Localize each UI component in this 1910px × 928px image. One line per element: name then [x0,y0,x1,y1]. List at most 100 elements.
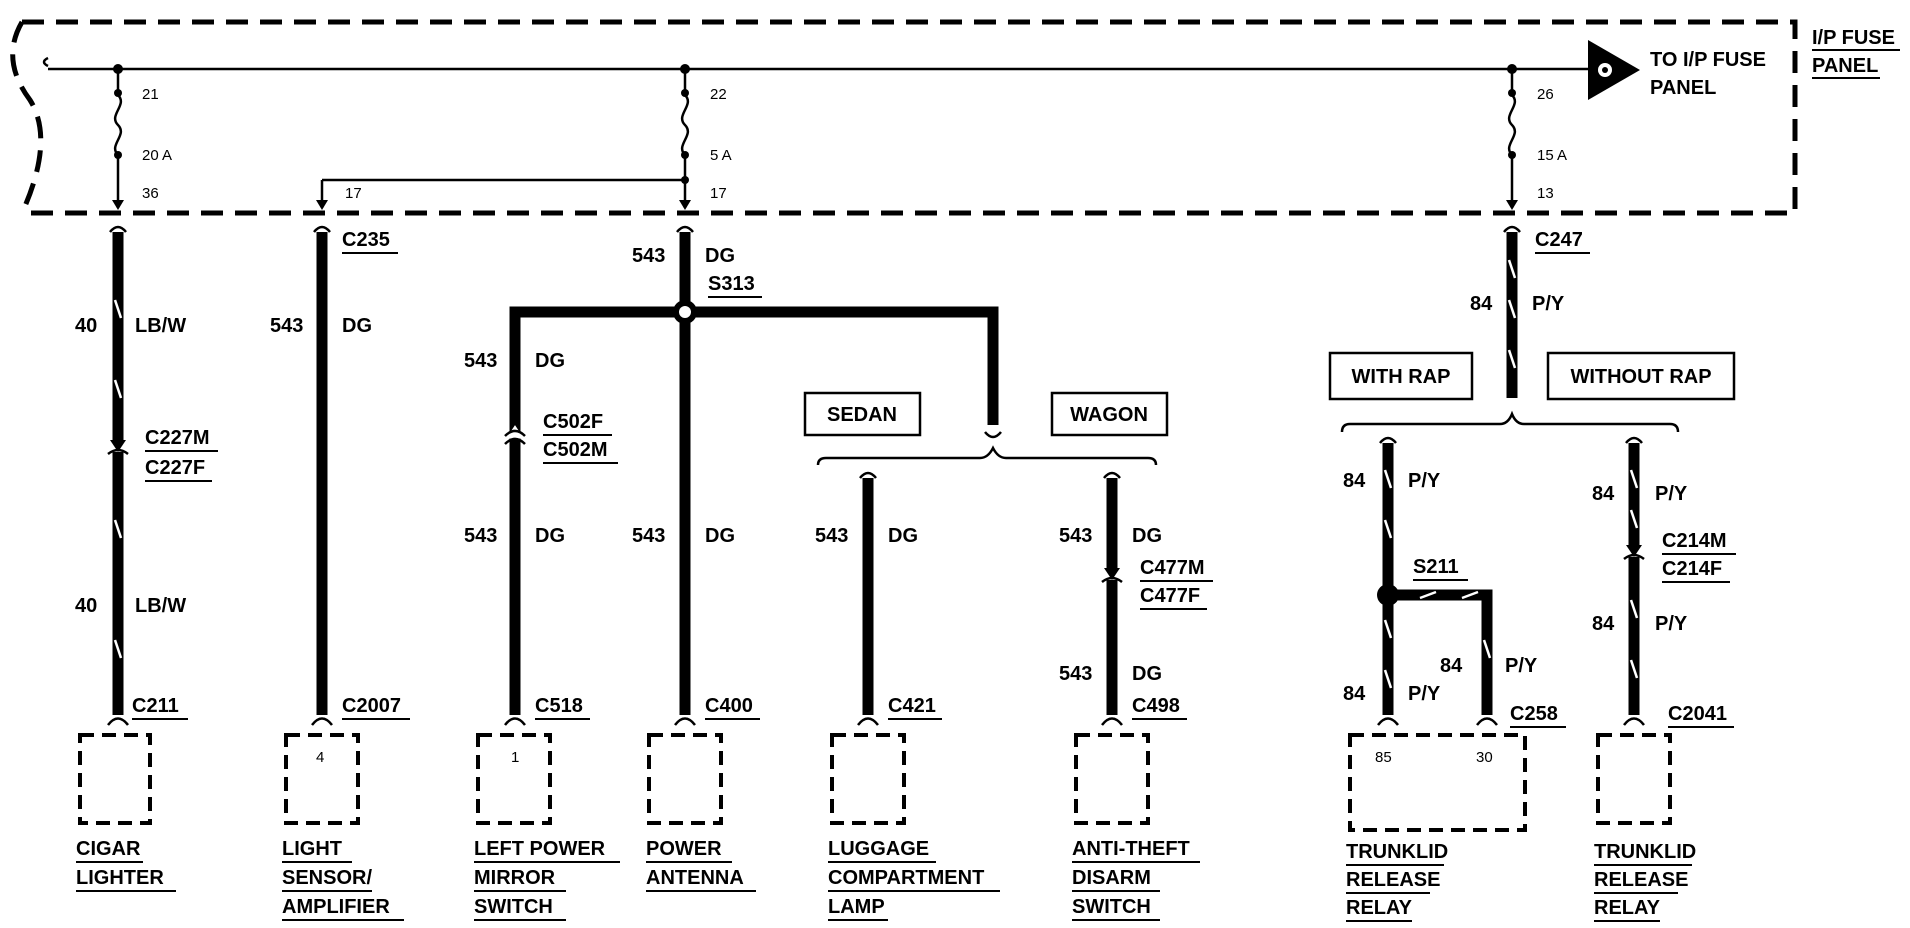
fuse-panel-title-1: I/P FUSE [1812,27,1895,49]
norap-wire2-color: P/Y [1655,613,1688,635]
fuse-5a [316,64,691,210]
norap-wire1-num: 84 [1592,483,1615,505]
fuse-1-out-pin: 36 [142,185,159,202]
norap-name-1: TRUNKLID [1594,841,1696,863]
mirror-pin: 1 [511,749,519,766]
antitheft-wire2-num: 543 [1059,663,1092,685]
mirror-end-conn: C518 [535,695,583,717]
mirror-conn-m: C502M [543,439,607,461]
antenna-end-conn: C400 [705,695,753,717]
rap-wire1-color: P/Y [1408,470,1441,492]
light-pin: 4 [316,749,324,766]
antenna-wire-color: DG [705,525,735,547]
fuse-2-in-pin: 22 [710,86,727,103]
antenna-wire-num: 543 [632,525,665,547]
mirror-wire2-num: 543 [464,525,497,547]
option-wagon: WAGON [1070,404,1148,426]
light-end-conn: C2007 [342,695,401,717]
mirror-switch-component [476,733,552,825]
trunk-wire-num: 84 [1470,293,1493,315]
cigar-bot-wire-color: LB/W [135,595,186,617]
option-wagon-box [1050,391,1169,437]
rap-pin-b: 30 [1476,749,1493,766]
antitheft-wire2-color: DG [1132,663,1162,685]
fuse-panel-boundary [10,19,1798,216]
splice-s211-label: S211 [1413,556,1459,578]
rap-wire2-color: P/Y [1408,683,1441,705]
cigar-end-conn: C211 [132,695,179,717]
light-name-2: SENSOR/ [282,867,372,889]
trunk-wire-color: P/Y [1532,293,1565,315]
antitheft-wire1-num: 543 [1059,525,1092,547]
rap-brace [1340,410,1680,433]
antitheft-conn-m: C477M [1140,557,1204,579]
relay-norap-wire [1623,436,1645,726]
rap-pin-a: 85 [1375,749,1392,766]
s313-bus [509,306,1002,715]
to-fuse-panel-label-2: PANEL [1650,77,1716,99]
rap-name-3: RELAY [1346,897,1413,919]
light-name-1: LIGHT [282,838,342,860]
mirror-name-3: SWITCH [474,896,553,918]
luggage-name-2: COMPARTMENT [828,867,984,889]
norap-end-conn: C2041 [1668,703,1727,725]
rap-wire3-num: 84 [1440,655,1463,677]
fuse-3-in-pin: 26 [1537,86,1554,103]
option-without-rap: WITHOUT RAP [1570,366,1711,388]
power-antenna-component [647,733,723,825]
antenna-top-wire-color: DG [705,245,735,267]
cigar-conn-f: C227F [145,457,205,479]
light-name-3: AMPLIFIER [282,896,390,918]
relay-rap-wire [1377,436,1498,726]
mirror-wire2-color: DG [535,525,565,547]
bus-end-hook [42,56,49,68]
luggage-name-1: LUGGAGE [828,838,929,860]
splice-s313-label: S313 [708,273,755,295]
antitheft-wire [1101,471,1123,726]
splice-s211 [1377,584,1399,606]
cigar-top-wire-num: 40 [75,315,97,337]
cigar-lighter-component [78,733,152,825]
luggage-name-3: LAMP [828,896,885,918]
norap-name-2: RELEASE [1594,869,1688,891]
mirror-connector [504,425,526,726]
luggage-wire-color: DG [888,525,918,547]
fuse-2-branch-pin: 17 [345,185,362,202]
fuse-2-rating: 5 A [710,147,732,164]
antenna-top-wire-num: 543 [632,245,665,267]
norap-conn-m: C214M [1662,530,1726,552]
relay-norap-component [1596,733,1672,825]
antenna-name-2: ANTENNA [646,867,744,889]
rap-name-2: RELEASE [1346,869,1440,891]
cigar-lighter-wire [107,225,129,726]
antitheft-name-2: DISARM [1072,867,1151,889]
antitheft-switch-component [1074,733,1150,825]
mirror-name-1: LEFT POWER [474,838,606,860]
antitheft-name-3: SWITCH [1072,896,1151,918]
rap-wire3-color: P/Y [1505,655,1538,677]
cigar-name-1: CIGAR [76,838,141,860]
luggage-wire-num: 543 [815,525,848,547]
trunk-top-conn: C247 [1535,229,1583,251]
fuse-3-rating: 15 A [1537,147,1567,164]
antitheft-end-conn: C498 [1132,695,1180,717]
light-wire-color: DG [342,315,372,337]
fuse-15a [1506,64,1518,210]
mirror-name-2: MIRROR [474,867,556,889]
to-fuse-panel-arrow [1588,40,1640,100]
mirror-wire1-color: DG [535,350,565,372]
light-sensor-component [284,733,360,825]
antitheft-wire1-color: DG [1132,525,1162,547]
mirror-conn-f: C502F [543,411,603,433]
fuse-20a [112,64,124,210]
fuse-panel-title-2: PANEL [1812,55,1878,77]
option-sedan: SEDAN [827,404,897,426]
light-sensor-wire [311,225,333,726]
option-without-rap-box [1546,351,1736,401]
norap-wire2-num: 84 [1592,613,1615,635]
rap-wire2-num: 84 [1343,683,1366,705]
fuse-1-in-pin: 21 [142,86,159,103]
mirror-wire1-num: 543 [464,350,497,372]
antitheft-name-1: ANTI-THEFT [1072,838,1190,860]
cigar-conn-m: C227M [145,427,209,449]
